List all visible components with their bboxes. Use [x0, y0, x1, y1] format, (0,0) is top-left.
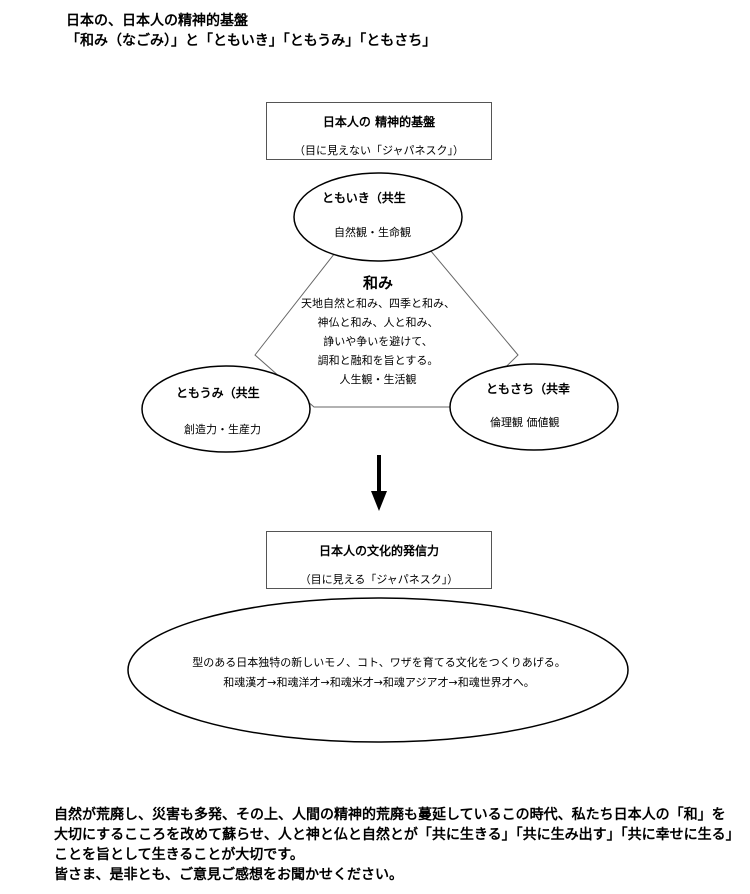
- tomosachi-subtitle: 倫理観 価値観: [490, 416, 560, 429]
- tomoiki-ellipse: [293, 172, 463, 262]
- spiritual-foundation-subtitle: （目に見えない「ジャパネスク」）: [294, 144, 464, 157]
- cultural-power-subtitle: （目に見える「ジャパネスク」）: [299, 573, 459, 586]
- tomoumi-subtitle: 創造力・生産力: [184, 423, 261, 436]
- nagomi-line: 人生観・生活観: [339, 373, 417, 386]
- cultural-power-title: 日本人の文化的発信力: [318, 544, 439, 558]
- nagomi-block: 和み 天地自然と和み、四季と和み、 神仏と和み、人と和み、 諍いや争いを避けて、…: [270, 272, 486, 389]
- cultural-power-box: 日本人の文化的発信力 （目に見える「ジャパネスク」）: [266, 531, 492, 589]
- closing-paragraph: 自然が荒廃し、災害も多発、その上、人間の精神的荒廃も蔓延しているこの時代、私たち…: [54, 807, 733, 863]
- culture-line-1: 型のある日本独特の新しいモノ、コト、ワザを育てる文化をつくりあげる。: [192, 656, 566, 669]
- nagomi-line: 調和と融和を旨とする。: [317, 354, 439, 367]
- spiritual-foundation-title: 日本人の 精神的基盤: [322, 115, 436, 129]
- page-title: 日本の、日本人の精神的基盤: [66, 13, 248, 29]
- page-subtitle: 「和み（なごみ）」と「ともいき」「ともうみ」「ともさち」: [66, 33, 437, 49]
- nagomi-line: 神仏と和み、人と和み、: [317, 316, 439, 329]
- culture-ellipse: [127, 597, 629, 743]
- nagomi-line: 天地自然と和み、四季と和み、: [301, 297, 455, 310]
- closing-request: 皆さま、是非とも、ご意見ご感想をお聞かせください。: [54, 867, 404, 883]
- tomoumi-title: ともうみ（共生: [176, 386, 260, 400]
- tomosachi-ellipse: [449, 363, 619, 451]
- tomosachi-title: ともさち（共幸: [486, 382, 571, 396]
- tomoiki-title: ともいき（共生: [322, 191, 406, 205]
- tomoiki-subtitle: 自然観・生命観: [334, 226, 411, 239]
- tomoumi-ellipse: [141, 365, 311, 453]
- nagomi-line: 諍いや争いを避けて、: [323, 335, 433, 348]
- culture-line-2: 和魂漢才→和魂洋才→和魂米才→和魂アジア才→和魂世界才へ。: [223, 676, 535, 689]
- spiritual-foundation-box: 日本人の 精神的基盤 （目に見えない「ジャパネスク」）: [266, 102, 492, 160]
- nagomi-title: 和み: [362, 274, 393, 292]
- down-arrow-head: [371, 491, 387, 511]
